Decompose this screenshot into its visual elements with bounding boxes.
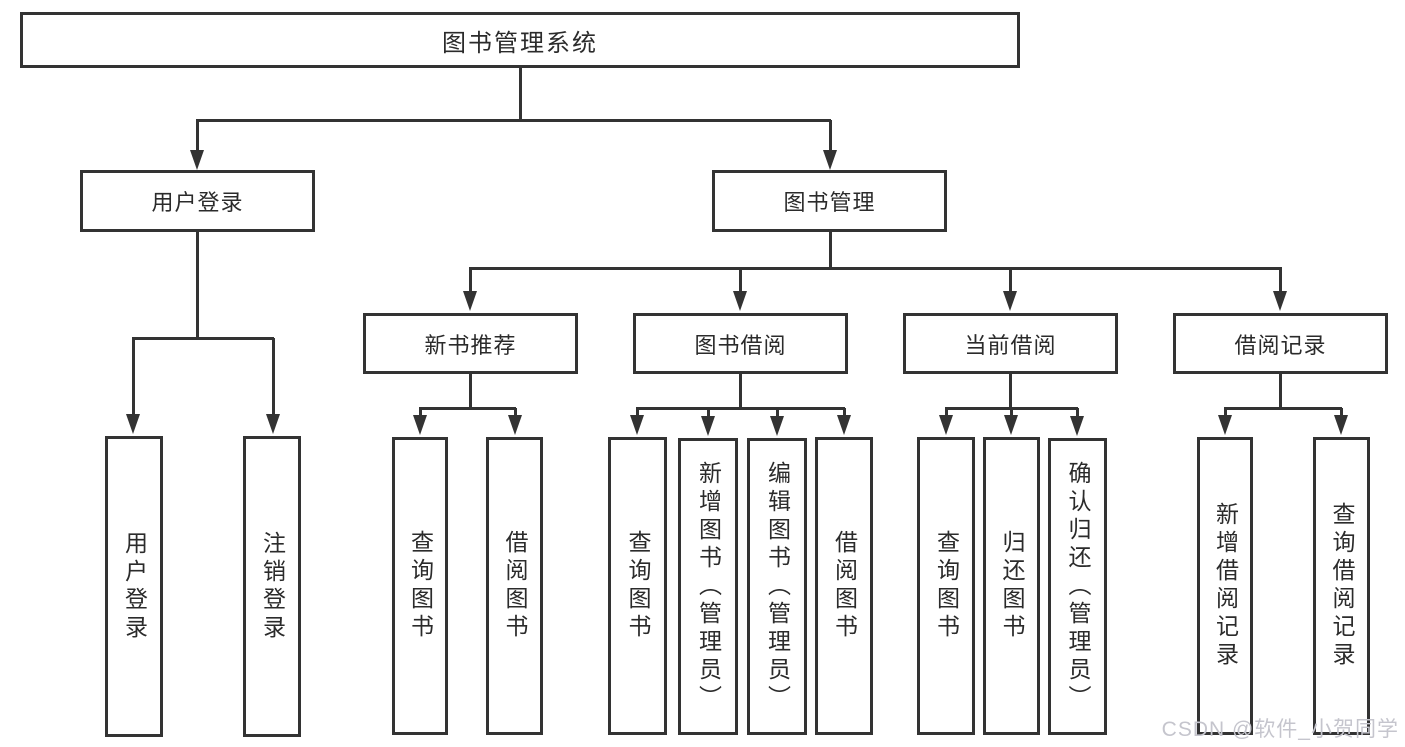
node-label: 查询图书: [933, 530, 960, 642]
arrowhead-down-icon: [266, 414, 280, 434]
node-new-book-recommend: 新书推荐: [363, 313, 578, 374]
node-label: 注销登录: [259, 530, 286, 643]
node-label: 图书管理系统: [442, 29, 598, 57]
arrowhead-down-icon: [413, 415, 427, 435]
arrowhead-down-icon: [837, 415, 851, 435]
node-label: 新书推荐: [424, 332, 517, 358]
arrowhead-down-icon: [190, 150, 204, 170]
node-label: 用户登录: [121, 530, 148, 643]
leaf-borrow-books-2: 借阅图书: [815, 437, 873, 735]
node-label: 当前借阅: [964, 332, 1057, 358]
arrowhead-down-icon: [1334, 415, 1348, 435]
connector-line: [469, 266, 1282, 270]
leaf-add-books-admin: 新增图书（管理员）: [678, 438, 738, 735]
node-label: 查询图书: [625, 530, 651, 642]
arrowhead-down-icon: [1218, 415, 1232, 435]
connector-line: [1008, 374, 1012, 410]
node-label: 用户登录: [151, 190, 244, 215]
connector-line: [1008, 268, 1012, 293]
node-label: 借阅图书: [831, 530, 858, 642]
connector-line: [518, 68, 522, 122]
node-book-borrowing: 图书借阅: [633, 313, 848, 374]
leaf-query-books-1: 查询图书: [392, 437, 448, 735]
arrowhead-down-icon: [939, 415, 953, 435]
connector-line: [419, 406, 516, 410]
connector-line: [131, 338, 135, 416]
connector-line: [944, 408, 948, 417]
connector-line: [828, 232, 832, 270]
arrowhead-down-icon: [1003, 291, 1017, 311]
connector-line: [418, 408, 422, 417]
connector-line: [775, 408, 779, 418]
node-label: 编辑图书（管理员）: [764, 460, 791, 713]
arrowhead-down-icon: [823, 150, 837, 170]
connector-line: [636, 406, 845, 410]
arrowhead-down-icon: [463, 291, 477, 311]
arrowhead-down-icon: [701, 416, 715, 436]
connector-line: [1075, 408, 1079, 418]
leaf-query-books-2: 查询图书: [608, 437, 667, 735]
connector-line: [195, 232, 199, 340]
arrowhead-down-icon: [126, 414, 140, 434]
arrowhead-down-icon: [770, 416, 784, 436]
leaf-confirm-return-admin: 确认归还（管理员）: [1048, 438, 1107, 735]
node-label: 图书管理: [783, 190, 876, 215]
arrowhead-down-icon: [1004, 415, 1018, 435]
connector-line: [1224, 406, 1342, 410]
connector-line: [706, 408, 710, 418]
connector-line: [635, 408, 639, 417]
connector-line: [738, 268, 742, 293]
connector-line: [468, 374, 472, 410]
connector-line: [1339, 408, 1343, 417]
leaf-query-books-3: 查询图书: [917, 437, 975, 735]
arrowhead-down-icon: [630, 415, 644, 435]
connector-line: [828, 120, 832, 152]
leaf-query-borrow-record: 查询借阅记录: [1313, 437, 1370, 735]
connector-line: [1278, 374, 1282, 410]
leaf-user-login: 用户登录: [105, 436, 163, 737]
connector-line: [195, 120, 199, 152]
node-borrowing-records: 借阅记录: [1173, 313, 1388, 374]
node-label: 查询借阅记录: [1329, 502, 1355, 670]
node-label: 新增图书（管理员）: [695, 460, 722, 713]
connector-line: [468, 268, 472, 293]
csdn-watermark: CSDN @软件_小贺同学: [1161, 718, 1399, 741]
connector-line: [1009, 408, 1013, 417]
arrowhead-down-icon: [1273, 291, 1287, 311]
connector-line: [513, 408, 517, 417]
node-label: 借阅记录: [1234, 332, 1327, 358]
node-current-borrowing: 当前借阅: [903, 313, 1118, 374]
arrowhead-down-icon: [733, 291, 747, 311]
connector-line: [1278, 268, 1282, 293]
connector-line: [271, 338, 275, 416]
node-book-management-branch: 图书管理: [712, 170, 947, 232]
arrowhead-down-icon: [1070, 416, 1084, 436]
connector-line: [132, 336, 274, 340]
node-label: 新增借阅记录: [1212, 502, 1239, 670]
leaf-add-borrow-record: 新增借阅记录: [1197, 437, 1253, 735]
leaf-logout: 注销登录: [243, 436, 301, 737]
connector-line: [196, 118, 831, 122]
node-label: 归还图书: [999, 530, 1025, 642]
node-label: 借阅图书: [502, 530, 528, 642]
node-label: 图书借阅: [694, 332, 787, 358]
connector-line: [1223, 408, 1227, 417]
node-user-login-branch: 用户登录: [80, 170, 315, 232]
leaf-return-books: 归还图书: [983, 437, 1040, 735]
connector-line: [738, 374, 742, 410]
leaf-borrow-books-1: 借阅图书: [486, 437, 543, 735]
leaf-edit-books-admin: 编辑图书（管理员）: [747, 438, 807, 735]
node-library-management-system: 图书管理系统: [20, 12, 1020, 68]
node-label: 确认归还（管理员）: [1065, 460, 1091, 713]
arrowhead-down-icon: [508, 415, 522, 435]
node-label: 查询图书: [407, 530, 434, 642]
connector-line: [842, 408, 846, 417]
